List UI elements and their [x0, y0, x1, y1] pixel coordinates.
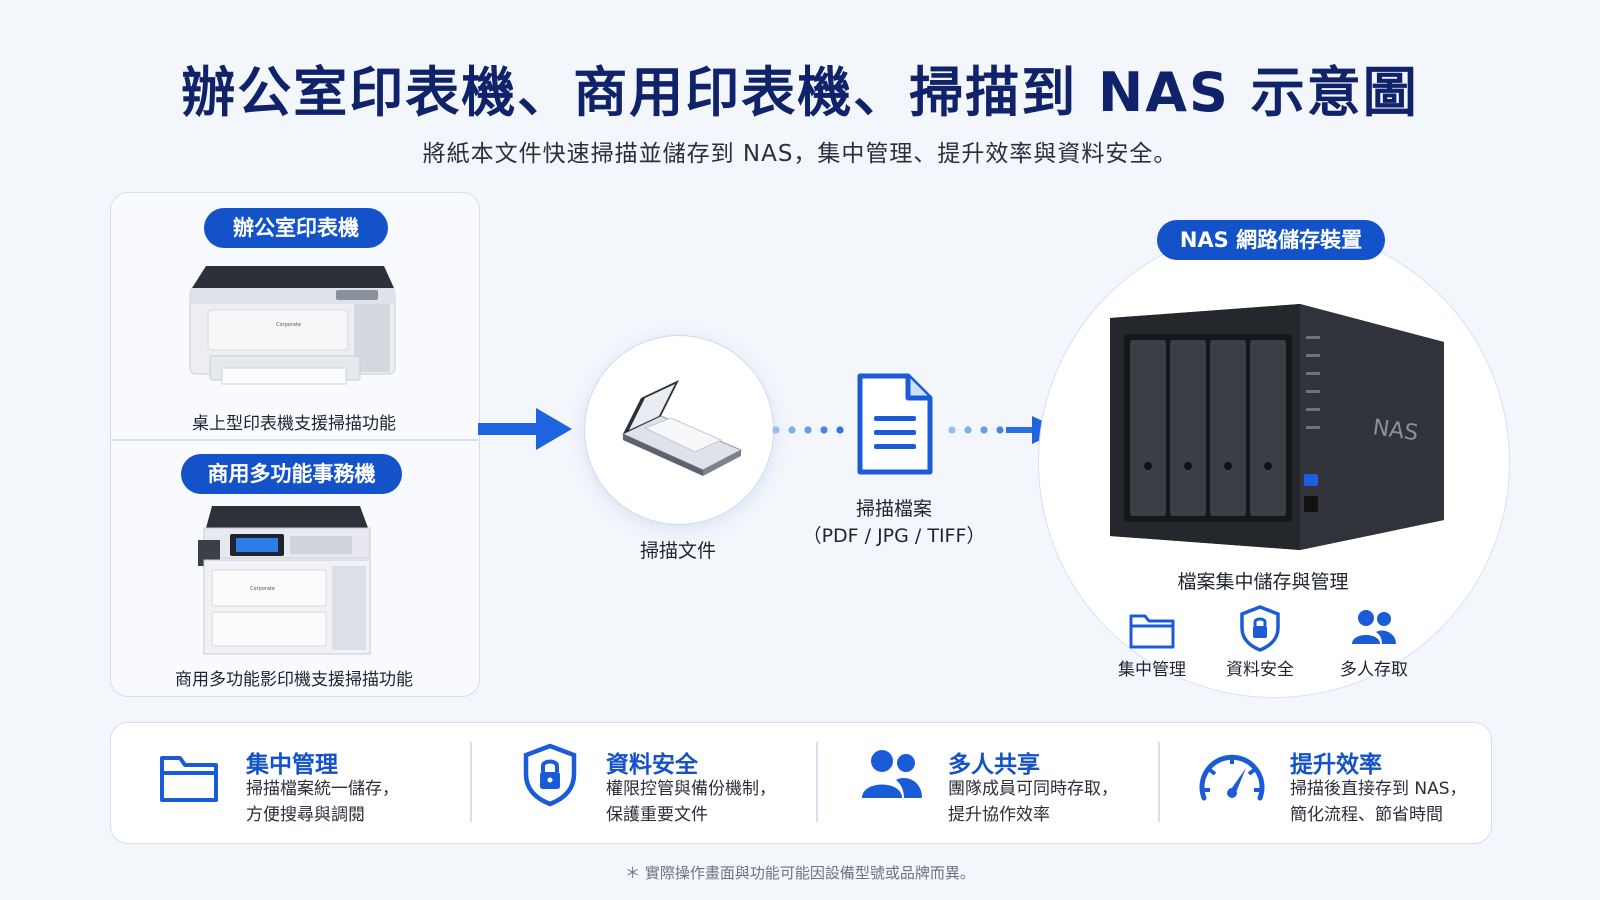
dotted-connector-left	[772, 426, 844, 434]
folder-icon	[160, 756, 218, 802]
users-icon	[1352, 610, 1396, 644]
benefit-desc-line: 掃描後直接存到 NAS，	[1290, 779, 1467, 799]
scan-caption: 掃描文件	[639, 540, 716, 562]
file-label: 掃描檔案	[855, 498, 932, 520]
benefit-desc-line: 保護重要文件	[606, 805, 708, 825]
benefit-desc-line: 團隊成員可同時存取，	[948, 779, 1118, 799]
folder-icon	[1129, 614, 1175, 649]
lock-shield-icon	[523, 743, 577, 807]
benefit-title: 集中管理	[246, 752, 338, 778]
benefit-title: 提升效率	[1290, 752, 1382, 778]
nas-caption: 檔案集中儲存與管理	[1177, 571, 1349, 593]
benefits-divider	[816, 742, 818, 822]
mfp-image: Corporate	[198, 506, 371, 655]
nas-device-image: NAS	[1110, 304, 1444, 550]
document-icon	[857, 373, 933, 475]
benefits-divider	[1158, 742, 1160, 822]
office-printer-brand: Corporate	[276, 322, 301, 328]
nas-feature-label: 資料安全	[1226, 660, 1294, 680]
benefit-desc-line: 方便搜尋與調閱	[246, 805, 365, 825]
nas-feature-label: 集中管理	[1118, 660, 1186, 680]
nas-badge: NAS 網路儲存裝置	[1157, 220, 1385, 260]
benefit-desc-line: 掃描檔案統一儲存，	[246, 779, 399, 799]
mfp-badge: 商用多功能事務機	[181, 454, 402, 494]
speedometer-icon	[1199, 754, 1265, 801]
footnote: ＊ 實際操作畫面與功能可能因設備型號或品牌而異。	[625, 864, 975, 882]
nas-feature-label: 多人存取	[1340, 660, 1408, 680]
benefit-desc-line: 簡化流程、節省時間	[1290, 805, 1443, 825]
page-subtitle: 將紙本文件快速掃描並儲存到 NAS，集中管理、提升效率與資料安全。	[422, 141, 1178, 167]
arrow-right-icon	[478, 408, 572, 450]
mfp-caption: 商用多功能影印機支援掃描功能	[175, 670, 413, 690]
lock-shield-icon	[1240, 605, 1280, 652]
benefit-desc-line: 提升協作效率	[948, 805, 1050, 825]
page-title: 辦公室印表機、商用印表機、掃描到 NAS 示意圖	[181, 61, 1419, 124]
users-icon	[862, 750, 922, 798]
office-printer-image: Corporate	[189, 266, 396, 385]
mfp-brand: Corporate	[250, 586, 275, 592]
file-formats: （PDF / JPG / TIFF）	[802, 525, 986, 547]
benefit-title: 資料安全	[606, 752, 698, 778]
benefits-divider	[470, 742, 472, 822]
scanner-image	[621, 380, 743, 476]
benefit-desc-line: 權限控管與備份機制，	[606, 779, 776, 799]
office-printer-caption: 桌上型印表機支援掃描功能	[192, 414, 396, 434]
office-printer-badge: 辦公室印表機	[204, 208, 388, 248]
printer-panel-divider	[111, 439, 478, 441]
benefit-title: 多人共享	[948, 752, 1040, 778]
